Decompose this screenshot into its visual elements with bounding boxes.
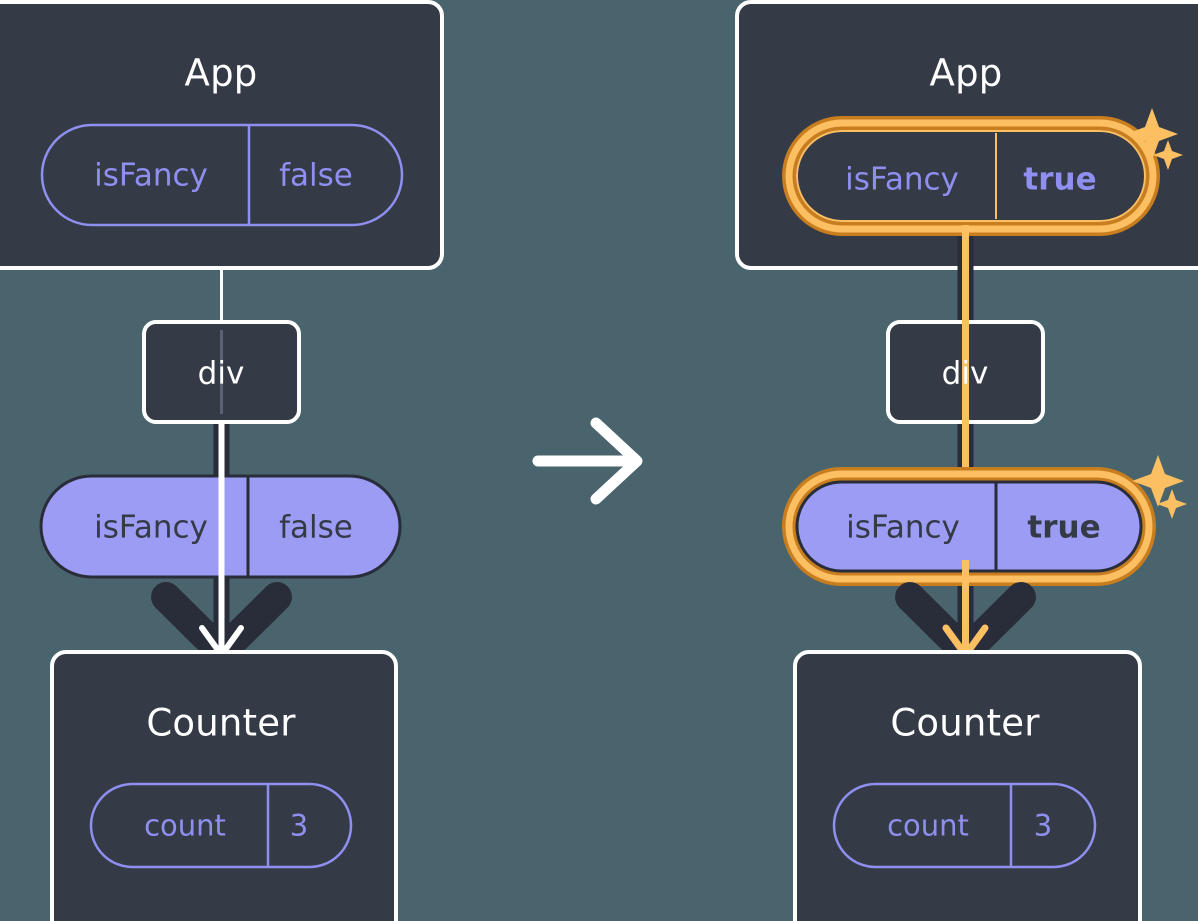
counter-state-value-right: 3 xyxy=(1033,808,1053,843)
counter-state-pill-right xyxy=(832,782,1097,869)
app-prop-value-right: true xyxy=(1023,161,1097,198)
app-prop-value-left: false xyxy=(279,157,353,194)
counter-box-left xyxy=(50,650,398,921)
prop-pill-value-right: true xyxy=(1027,509,1101,546)
app-prop-name-left: isFancy xyxy=(94,157,208,194)
panel-before xyxy=(0,0,444,921)
app-title-left: App xyxy=(184,51,258,95)
sparkles-icon-app-right xyxy=(1126,108,1183,170)
sparkles-icon-pill-right xyxy=(1132,455,1187,519)
app-prop-pill-left xyxy=(40,123,404,227)
counter-title-right: Counter xyxy=(890,701,1040,745)
transition-arrow xyxy=(532,417,643,505)
div-label-right: div xyxy=(941,355,989,392)
counter-box-right xyxy=(793,650,1142,921)
app-box-left xyxy=(0,0,444,270)
panel-after xyxy=(735,0,1198,921)
prop-pill-name-right: isFancy xyxy=(846,509,960,546)
counter-state-pill-left xyxy=(89,782,353,869)
app-prop-name-right: isFancy xyxy=(845,161,959,198)
app-title-right: App xyxy=(929,51,1003,95)
counter-title-left: Counter xyxy=(146,701,296,745)
counter-state-name-right: count xyxy=(887,808,969,843)
div-label-left: div xyxy=(197,355,245,392)
prop-pill-name-left: isFancy xyxy=(94,509,208,546)
prop-pill-value-left: false xyxy=(279,509,353,546)
counter-state-value-left: 3 xyxy=(289,808,309,843)
app-prop-pill-right xyxy=(782,116,1160,236)
counter-state-name-left: count xyxy=(144,808,226,843)
